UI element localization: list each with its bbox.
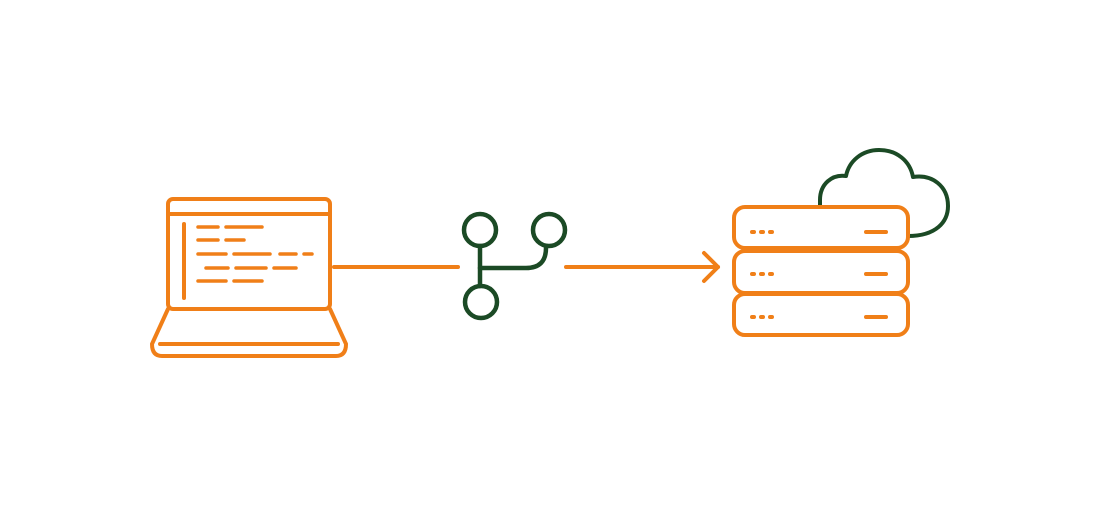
git-commit-top-right [530,211,568,249]
git-commit-top-left [461,211,499,249]
arrow-head-icon [702,251,720,283]
server-unit-1 [732,205,910,250]
server-stack-icon [732,205,910,337]
server-unit-2 [732,249,910,295]
edge-git-to-server [564,251,720,283]
git-commit-bottom [462,283,500,321]
server-unit-3 [732,292,910,337]
laptop-keyboard [150,307,348,358]
cloud-icon [818,148,950,238]
git-branch-icon [461,211,568,321]
laptop-icon [150,197,348,358]
code-lines [196,225,314,283]
git-branch-curve [477,243,549,271]
laptop-screen [166,197,332,311]
